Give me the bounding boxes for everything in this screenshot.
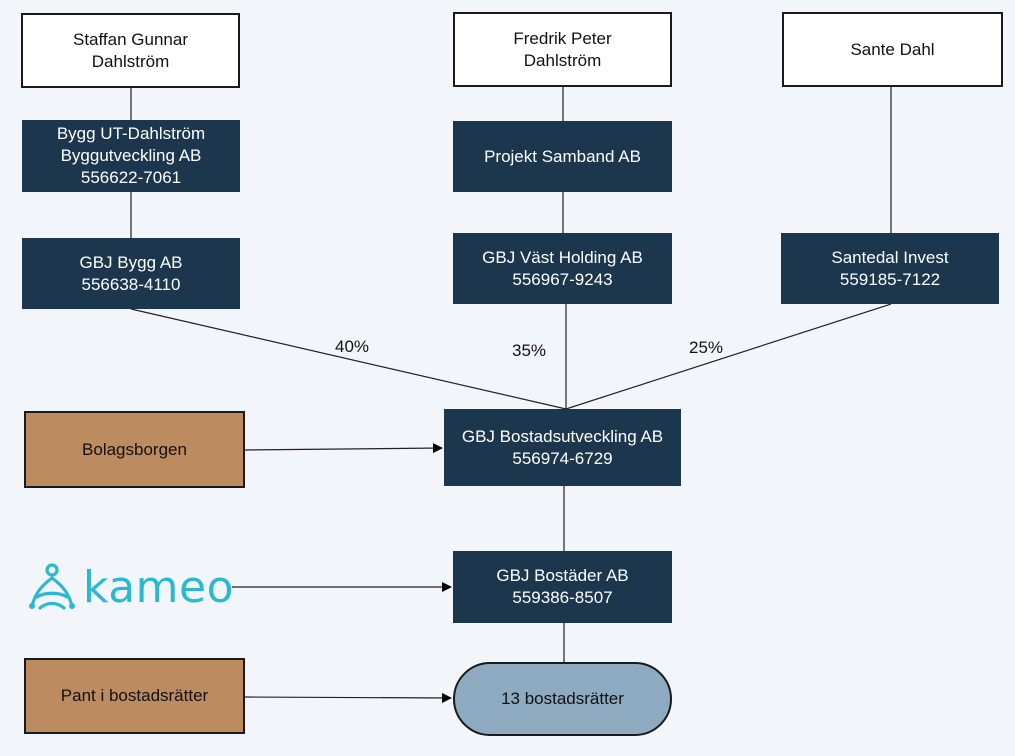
company-gbj-bostader-name: GBJ Bostäder AB bbox=[496, 566, 629, 585]
owner-fredrik-name-line2: Dahlström bbox=[523, 50, 602, 70]
line-gbjbygg-bostadsutv bbox=[130, 308, 567, 410]
company-santedal-name: Santedal Invest bbox=[831, 247, 949, 267]
company-gbj-bostadsutveckling: GBJ Bostadsutveckling AB 556974-6729 bbox=[444, 409, 681, 486]
company-bygg-ut-orgnr: 556622-7061 bbox=[80, 168, 182, 187]
arrow-pant bbox=[244, 692, 452, 703]
kameo-logo-text: kameo bbox=[83, 561, 235, 613]
line-santedal-bostadsutv bbox=[565, 303, 892, 410]
security-bolagsborgen: Bolagsborgen bbox=[24, 411, 245, 488]
asset-bostadsratter: 13 bostadsrätter bbox=[453, 662, 672, 736]
company-projekt-samband-name: Projekt Samband AB bbox=[484, 146, 641, 166]
company-gbj-bostader-orgnr: 559386-8507 bbox=[512, 588, 613, 607]
company-gbj-vast: GBJ Väst Holding AB 556967-9243 bbox=[453, 233, 672, 304]
company-gbj-bostader: GBJ Bostäder AB 559386-8507 bbox=[453, 551, 672, 623]
owner-sante-name: Sante Dahl bbox=[850, 39, 935, 59]
company-santedal: Santedal Invest 559185-7122 bbox=[781, 233, 999, 304]
owner-sante: Sante Dahl bbox=[782, 12, 1003, 87]
security-pant: Pant i bostadsrätter bbox=[24, 658, 245, 734]
arrow-bolagsborgen bbox=[244, 443, 443, 454]
company-bygg-ut-line1: Bygg UT-Dahlström bbox=[56, 124, 206, 143]
company-projekt-samband: Projekt Samband AB bbox=[453, 121, 672, 192]
owner-fredrik-name-line1: Fredrik Peter bbox=[513, 28, 612, 48]
kameo-logo-icon bbox=[29, 563, 75, 610]
asset-bostadsratter-label: 13 bostadsrätter bbox=[501, 689, 624, 708]
company-gbj-bygg: GBJ Bygg AB 556638-4110 bbox=[22, 238, 240, 309]
company-gbj-bygg-orgnr: 556638-4110 bbox=[81, 274, 181, 294]
company-gbj-vast-name: GBJ Väst Holding AB bbox=[482, 247, 643, 267]
company-santedal-orgnr: 559185-7122 bbox=[839, 269, 941, 289]
owner-staffan-name-line1: Staffan Gunnar bbox=[73, 29, 188, 49]
company-bygg-ut: Bygg UT-Dahlström Byggutveckling AB 5566… bbox=[22, 120, 240, 192]
security-pant-label: Pant i bostadsrätter bbox=[60, 686, 209, 705]
company-gbj-bostadsutveckling-orgnr: 556974-6729 bbox=[512, 448, 613, 468]
security-bolagsborgen-label: Bolagsborgen bbox=[82, 439, 187, 459]
ownership-gbj-vast: 35% bbox=[512, 341, 547, 360]
owner-staffan: Staffan Gunnar Dahlström bbox=[21, 13, 240, 88]
company-gbj-bygg-name: GBJ Bygg AB bbox=[79, 252, 183, 272]
owner-staffan-name-line2: Dahlström bbox=[91, 51, 170, 71]
ownership-gbj-bygg: 40% bbox=[335, 337, 370, 356]
company-bygg-ut-line2: Byggutveckling AB bbox=[60, 146, 202, 165]
owner-fredrik: Fredrik Peter Dahlström bbox=[453, 12, 672, 87]
kameo-logo: kameo bbox=[27, 560, 234, 614]
company-gbj-vast-orgnr: 556967-9243 bbox=[512, 269, 613, 289]
ownership-santedal: 25% bbox=[689, 338, 724, 357]
company-gbj-bostadsutveckling-name: GBJ Bostadsutveckling AB bbox=[461, 426, 664, 446]
